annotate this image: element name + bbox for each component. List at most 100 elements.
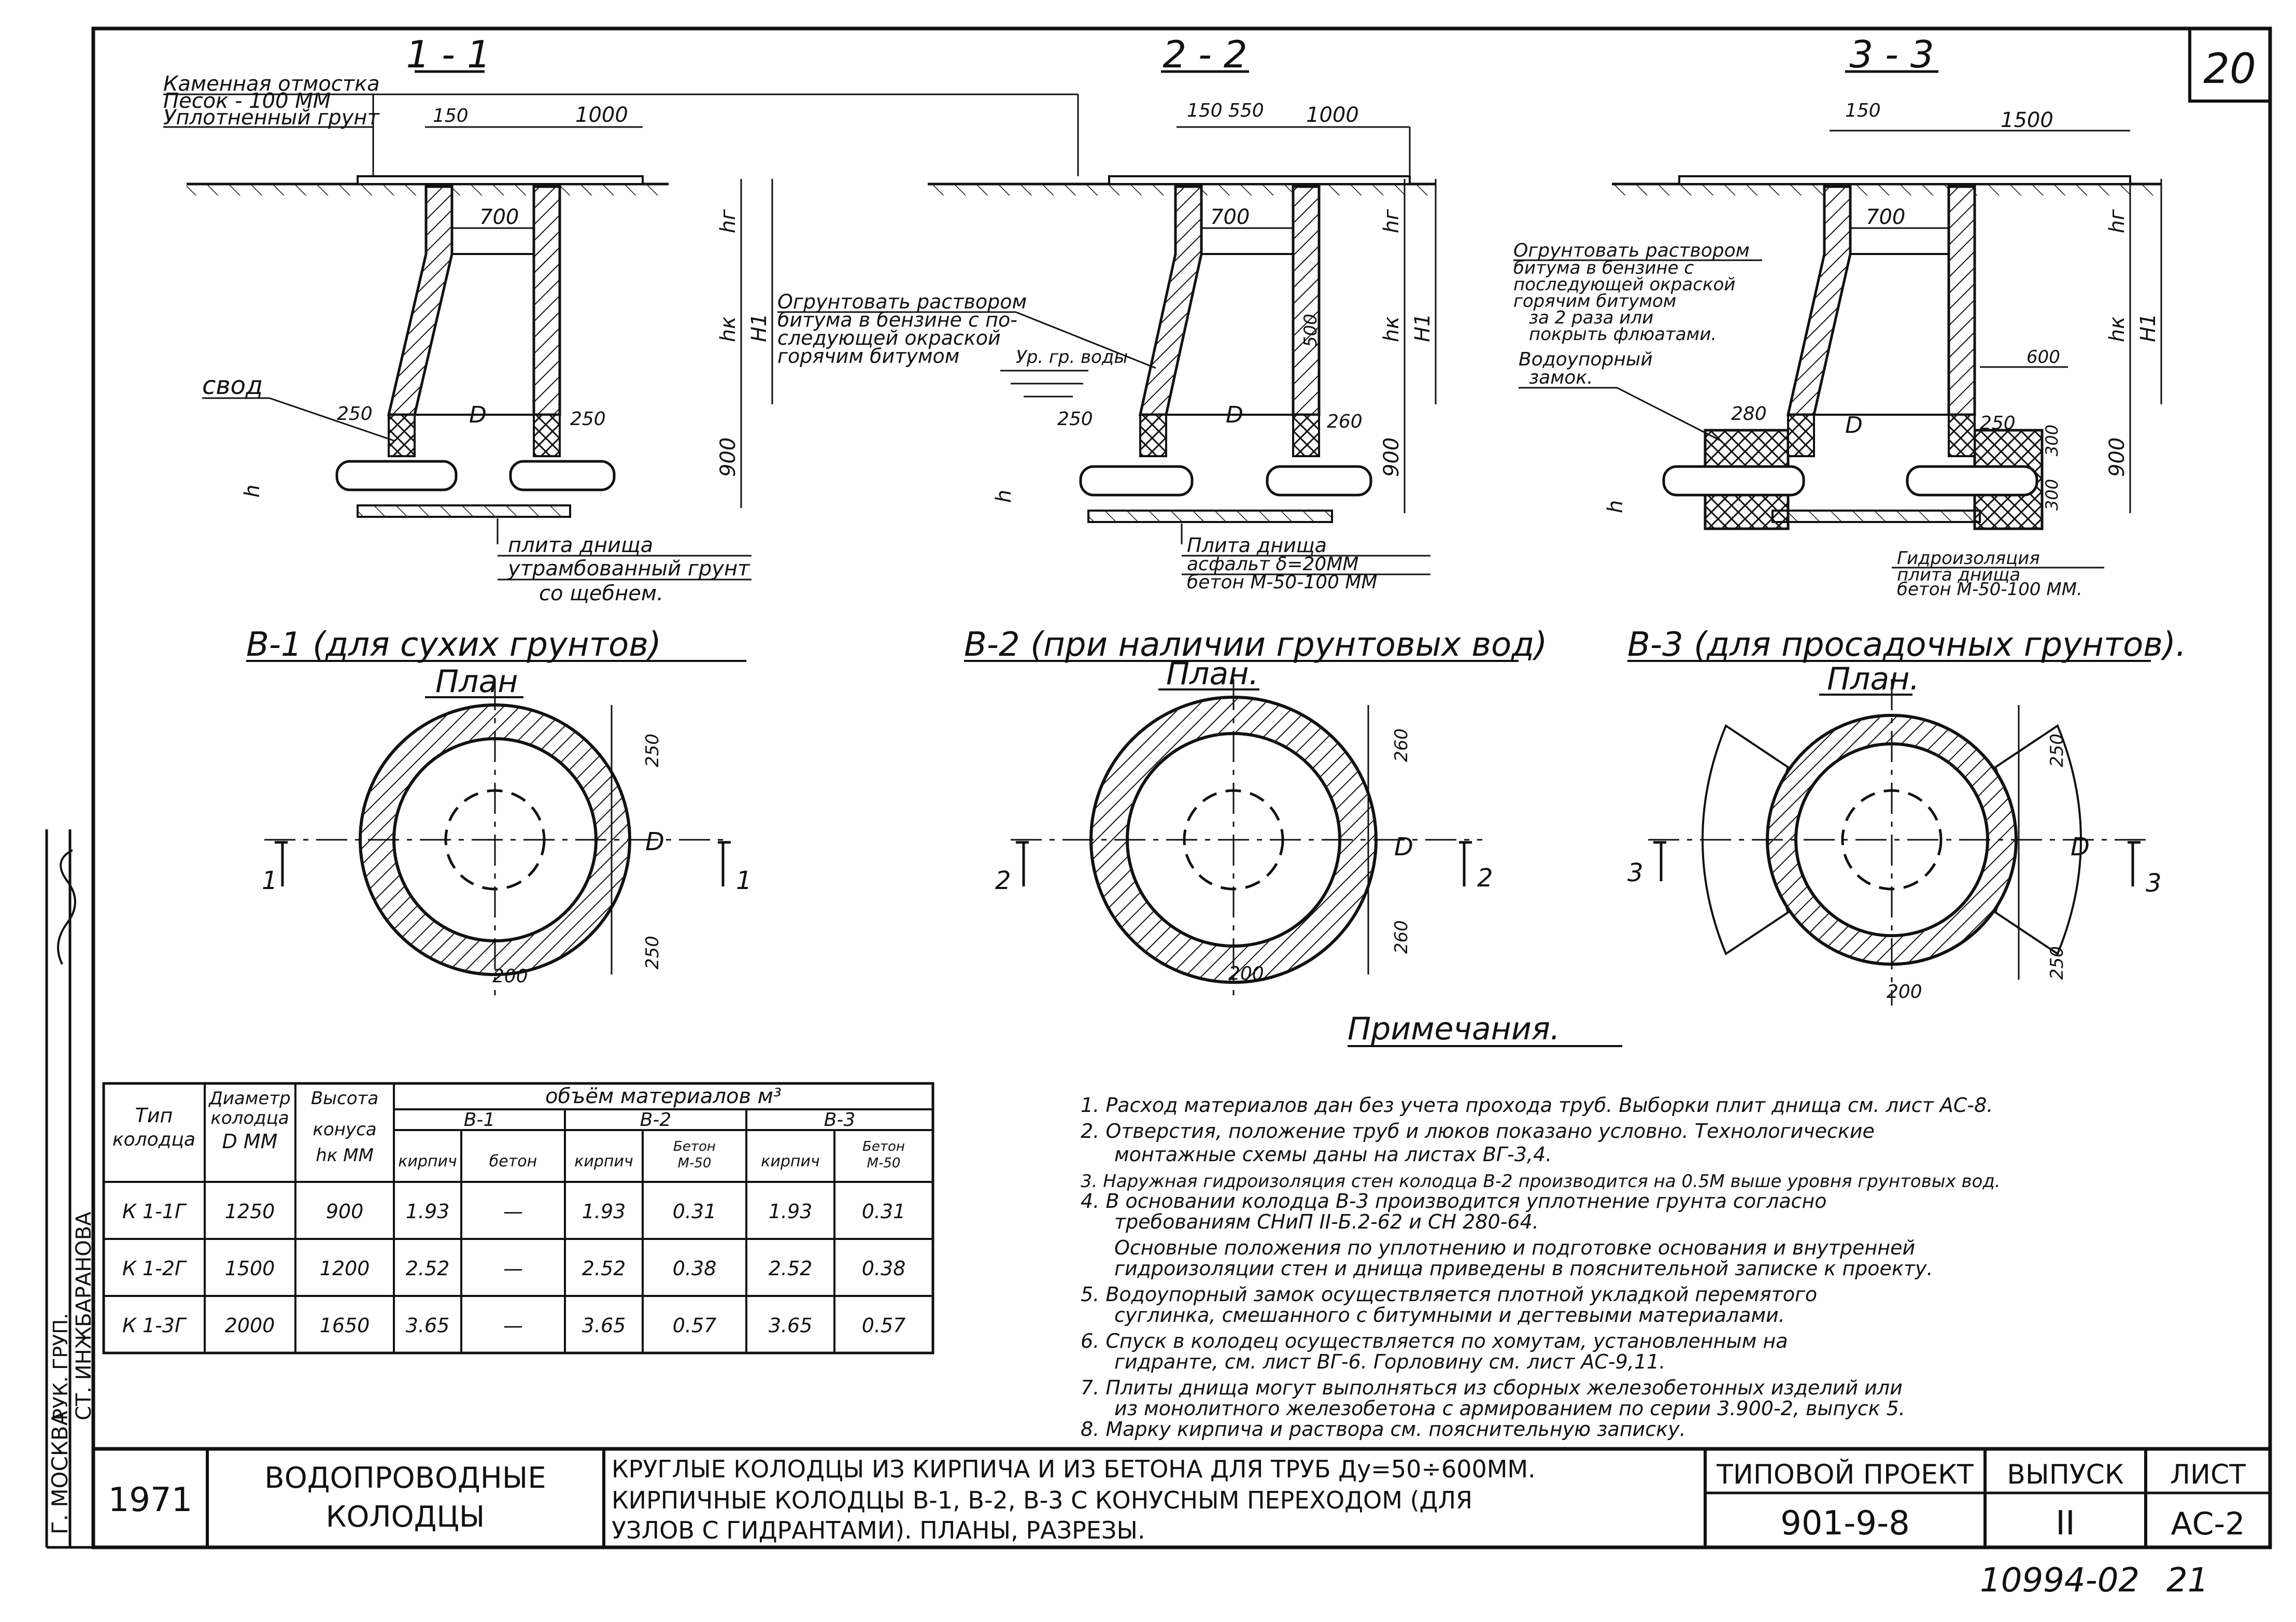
th-type-2: колодца (112, 1129, 195, 1150)
cell-v3-brick: 3.65 (769, 1314, 813, 1337)
th-v3: В-3 (824, 1109, 856, 1131)
cell-v2-brick: 1.93 (582, 1200, 626, 1223)
dim-900-1: 900 (716, 438, 740, 477)
plan-250-v1b: 250 (642, 936, 663, 969)
label-bottom-slab-3b: плита днища (1897, 565, 2020, 585)
th-diam-3: D ММ (222, 1130, 278, 1153)
cell-v3-concrete: 0.31 (862, 1200, 906, 1223)
title-name-2: КОЛОДЦЫ (326, 1500, 485, 1534)
cell-v2-concrete: 0.38 (673, 1257, 717, 1280)
dim-1000-1: 1000 (575, 103, 628, 127)
plan-260-v2b: 260 (1391, 920, 1412, 954)
plan-200-v1: 200 (492, 966, 528, 987)
th-concrete-1: бетон (489, 1152, 537, 1170)
th-conc-2a: Бетон (673, 1139, 716, 1154)
dim-600-3: 600 (2026, 347, 2060, 368)
th-v2: В-2 (640, 1109, 672, 1131)
th-conc-2b: М-50 (678, 1155, 712, 1171)
th-brick-1: кирпич (398, 1152, 457, 1170)
label-stone-paving: Каменная отмостка (163, 72, 380, 96)
note-line: 5. Водоупорный замок осуществляется плот… (1081, 1283, 1817, 1306)
dim-900-2: 900 (1380, 438, 1404, 477)
plan-label-v1: План (435, 664, 518, 700)
label-prime-1: Огрунтовать раствором (777, 290, 1027, 313)
dim-1000-2: 1000 (1306, 103, 1359, 127)
plan-title-v1: В-1 (для сухих грунтов) (246, 626, 661, 664)
label-prime3-6: покрыть флюатами. (1529, 324, 1717, 345)
title-block: 1971 ВОДОПРОВОДНЫЕ КОЛОДЦЫ КРУГЛЫЕ КОЛОД… (93, 1447, 2270, 1547)
dim-h-2: h (992, 490, 1016, 503)
cell-diam: 1500 (225, 1257, 275, 1280)
dim-300-3b: 300 (2042, 479, 2062, 511)
cell-type: К 1-3Г (122, 1314, 187, 1337)
note-line: из монолитного железобетона с армировани… (1114, 1397, 1905, 1420)
notes: Примечания. 1. Расход материалов дан без… (1081, 1011, 2001, 1441)
section-title-2: 2 - 2 (1163, 33, 1247, 76)
dim-550-2: 550 (1228, 100, 1264, 121)
note-line: суглинка, смешанного с битумными и дегте… (1114, 1304, 1785, 1327)
title-desc-2: КИРПИЧНЫЕ КОЛОДЦЫ В-1, В-2, В-3 С КОНУСН… (612, 1486, 1472, 1514)
stamp-city: Г. МОСКВА (47, 1411, 73, 1534)
plan-cut-v1a: 1 (262, 866, 278, 895)
stamp-role: СТ. ИНЖ. (72, 1320, 96, 1420)
dim-150-3: 150 (1845, 100, 1881, 121)
cell-v3-concrete: 0.57 (862, 1314, 906, 1337)
side-stamp: Г. МОСКВА СТ. ИНЖ. БАРАНОВА РУК. ГРУП. (45, 829, 96, 1549)
notes-title: Примечания. (1348, 1011, 1560, 1047)
bottom-page: 21 (2166, 1561, 2208, 1600)
cell-diam: 2000 (225, 1314, 275, 1337)
table-row: К 1-3Г 2000 1650 3.65 — 3.65 0.57 3.65 0… (122, 1314, 905, 1337)
dim-hk-2: hк (1380, 316, 1404, 342)
note-line: требованиям СНиП II-Б.2-62 и СН 280-64. (1114, 1210, 1539, 1233)
table-row: К 1-2Г 1500 1200 2.52 — 2.52 0.38 2.52 0… (122, 1257, 905, 1280)
plan-cut-v1b: 1 (736, 866, 752, 895)
dim-hk-1: hк (716, 316, 740, 342)
th-height-2: конуса (313, 1119, 376, 1140)
plan-D-v3: D (2071, 833, 2090, 862)
plan-cut-v3b: 3 (2146, 869, 2162, 898)
title-name-1: ВОДОПРОВОДНЫЕ (264, 1461, 546, 1495)
plan-title-v3: В-3 (для просадочных грунтов). (1627, 626, 2186, 664)
cell-height: 1200 (320, 1257, 370, 1280)
label-prime3-1: Огрунтовать раствором (1513, 240, 1750, 261)
dim-hr-3: hг (2105, 209, 2129, 233)
dim-hk-3: hк (2105, 316, 2129, 342)
cell-v1-concrete: — (503, 1200, 523, 1223)
cell-diam: 1250 (225, 1200, 275, 1223)
stamp-name: БАРАНОВА (72, 1211, 96, 1327)
title-proj-label: ТИПОВОЙ ПРОЕКТ (1716, 1459, 1974, 1490)
dim-500-2: 500 (1300, 314, 1321, 347)
label-prime3-3: последующей окраской (1513, 274, 1735, 295)
label-bottom-slab-3c: бетон М-50-100 ММ. (1897, 579, 2082, 600)
label-bottom-slab-2c: бетон М-50-100 ММ (1187, 572, 1377, 593)
note-line: 1. Расход материалов дан без учета прохо… (1081, 1094, 1993, 1117)
section-3-3: 3 - 3 700 D 150 1500 hг hк H1 900 600 30… (1513, 33, 2162, 600)
cell-height: 1650 (320, 1314, 370, 1337)
note-line: 8. Марку кирпича и раствора см. поясните… (1081, 1418, 1686, 1441)
cell-v1-concrete: — (503, 1257, 523, 1280)
dim-D-1: D (469, 402, 487, 428)
dim-D-3: D (1845, 412, 1863, 439)
signature (57, 849, 76, 965)
cell-v3-concrete: 0.38 (862, 1257, 906, 1280)
cell-v2-brick: 3.65 (582, 1314, 626, 1337)
dim-900-3: 900 (2105, 438, 2129, 477)
label-bottom-slab-2a: Плита днища (1187, 534, 1327, 557)
plan-title-v2: В-2 (при наличии грунтовых вод) (964, 626, 1547, 664)
section-title-1: 1 - 1 (406, 33, 490, 76)
plan-250-v3b: 250 (2047, 946, 2067, 980)
dim-700-2: 700 (1210, 205, 1250, 229)
note-line: монтажные схемы даны на листах ВГ-3,4. (1114, 1143, 1552, 1166)
cell-height: 900 (326, 1200, 364, 1223)
note-line: Основные положения по уплотнению и подго… (1114, 1236, 1915, 1259)
label-prime-4: горячим битумом (777, 345, 959, 368)
cell-v2-brick: 2.52 (582, 1257, 626, 1280)
plan-250-v3a: 250 (2047, 734, 2067, 767)
dim-250-1b: 250 (570, 408, 606, 430)
sheet-number: 20 (2203, 45, 2256, 93)
plan-v2: В-2 (при наличии грунтовых вод) План. D … (964, 626, 1547, 995)
bottom-code: 10994-02 (1980, 1561, 2139, 1600)
dim-260-2: 260 (1327, 411, 1363, 432)
label-prime-3: следующей окраской (777, 327, 1001, 349)
